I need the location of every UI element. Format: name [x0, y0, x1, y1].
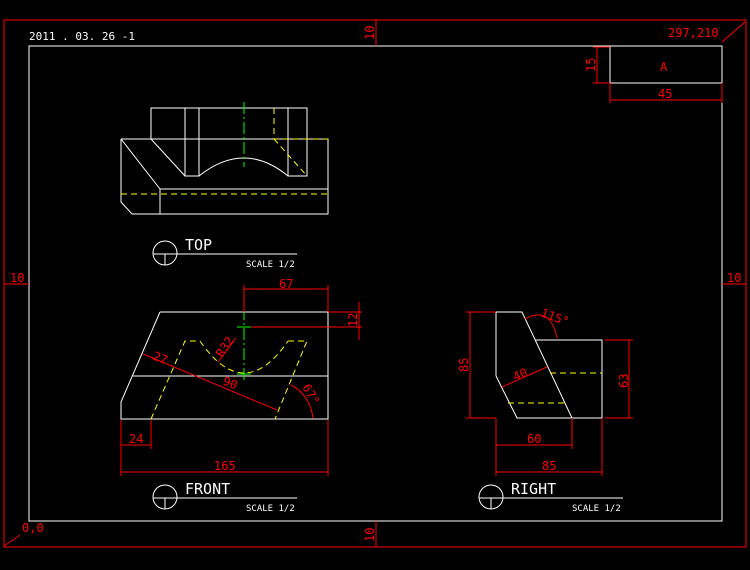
svg-text:115°: 115° [539, 306, 571, 329]
svg-text:40: 40 [511, 365, 530, 383]
svg-text:10: 10 [363, 26, 377, 40]
svg-text:10: 10 [10, 271, 24, 285]
margin-top-dim: 10 [363, 20, 377, 46]
svg-text:10: 10 [363, 528, 377, 542]
sheet-border [3, 19, 747, 548]
top-view[interactable] [120, 102, 329, 215]
top-view-label: TOP SCALE 1/2 [152, 236, 297, 270]
origin-label: 0,0 [22, 521, 44, 535]
svg-text:85: 85 [542, 459, 556, 473]
svg-text:67°: 67° [299, 382, 322, 408]
front-view-label: FRONT SCALE 1/2 [152, 480, 297, 514]
title-block: A 15 45 [584, 45, 723, 103]
margin-right-dim: 10 [722, 271, 746, 285]
right-view[interactable] [495, 311, 603, 419]
margin-left-dim: 10 [4, 271, 29, 285]
svg-text:SCALE 1/2: SCALE 1/2 [572, 504, 621, 514]
svg-text:FRONT: FRONT [185, 480, 230, 498]
svg-text:10: 10 [727, 271, 741, 285]
title-letter: A [660, 60, 668, 74]
svg-text:24: 24 [129, 432, 143, 446]
svg-text:SCALE 1/2: SCALE 1/2 [246, 260, 295, 270]
svg-text:TOP: TOP [185, 236, 212, 254]
svg-text:63: 63 [617, 374, 631, 388]
svg-text:RIGHT: RIGHT [511, 480, 556, 498]
front-view-dimensions: 67 12 27 90 R32 67° 24 165 [120, 277, 362, 476]
right-view-label: RIGHT SCALE 1/2 [478, 480, 623, 514]
svg-text:45: 45 [658, 87, 672, 101]
size-leader [721, 21, 746, 43]
svg-text:67: 67 [279, 277, 293, 291]
svg-text:60: 60 [527, 432, 541, 446]
sheet-size-label: 297,210 [668, 26, 719, 40]
origin-leader [3, 534, 21, 547]
svg-text:15: 15 [584, 58, 598, 72]
svg-text:12: 12 [346, 313, 360, 327]
right-view-dimensions: 85 63 115° 40 60 85 [457, 306, 633, 476]
svg-text:R32: R32 [213, 334, 237, 360]
svg-text:165: 165 [214, 459, 236, 473]
svg-text:SCALE 1/2: SCALE 1/2 [246, 504, 295, 514]
date-label: 2011 . 03. 26 -1 [29, 30, 135, 43]
margin-bottom-dim: 10 [363, 521, 377, 547]
svg-text:27: 27 [151, 349, 170, 367]
drawing-frame [28, 45, 723, 522]
svg-text:90: 90 [221, 374, 240, 392]
svg-text:85: 85 [457, 358, 471, 372]
